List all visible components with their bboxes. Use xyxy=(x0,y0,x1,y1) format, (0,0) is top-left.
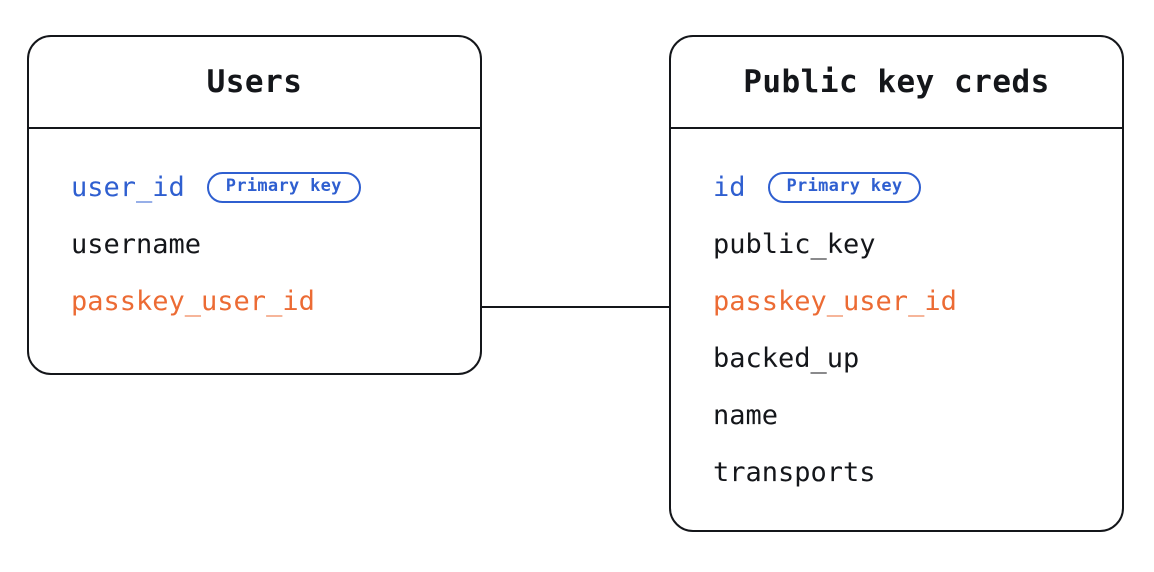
entity-users-field-list: user_id Primary key username passkey_use… xyxy=(29,129,480,330)
entity-users-header: Users xyxy=(29,37,480,129)
field-row[interactable]: username xyxy=(71,216,480,273)
field-name-transports: transports xyxy=(713,457,876,488)
field-name-username: username xyxy=(71,229,202,260)
entity-users[interactable]: Users user_id Primary key username passk… xyxy=(27,35,482,375)
field-row[interactable]: passkey_user_id xyxy=(71,273,480,330)
field-row[interactable]: id Primary key xyxy=(713,159,1122,216)
field-row[interactable]: backed_up xyxy=(713,330,1122,387)
entity-public-key-creds-header: Public key creds xyxy=(671,37,1122,129)
primary-key-badge: Primary key xyxy=(767,171,922,204)
field-row[interactable]: passkey_user_id xyxy=(713,273,1122,330)
field-row[interactable]: name xyxy=(713,387,1122,444)
field-name-public-key: public_key xyxy=(713,229,876,260)
field-row[interactable]: public_key xyxy=(713,216,1122,273)
relationship-line-users-to-public-key-creds xyxy=(481,306,670,308)
field-name-user-id: user_id xyxy=(71,172,185,203)
field-row[interactable]: user_id Primary key xyxy=(71,159,480,216)
field-row[interactable]: transports xyxy=(713,444,1122,501)
field-name-name: name xyxy=(713,400,779,431)
field-name-passkey-user-id: passkey_user_id xyxy=(71,286,315,317)
entity-public-key-creds-field-list: id Primary key public_key passkey_user_i… xyxy=(671,129,1122,501)
entity-public-key-creds-title: Public key creds xyxy=(743,64,1050,100)
field-name-backed-up: backed_up xyxy=(713,343,860,374)
primary-key-badge: Primary key xyxy=(206,171,361,204)
field-name-passkey-user-id: passkey_user_id xyxy=(713,286,957,317)
field-name-id: id xyxy=(713,172,746,203)
entity-public-key-creds[interactable]: Public key creds id Primary key public_k… xyxy=(669,35,1124,532)
entity-users-title: Users xyxy=(206,64,303,100)
